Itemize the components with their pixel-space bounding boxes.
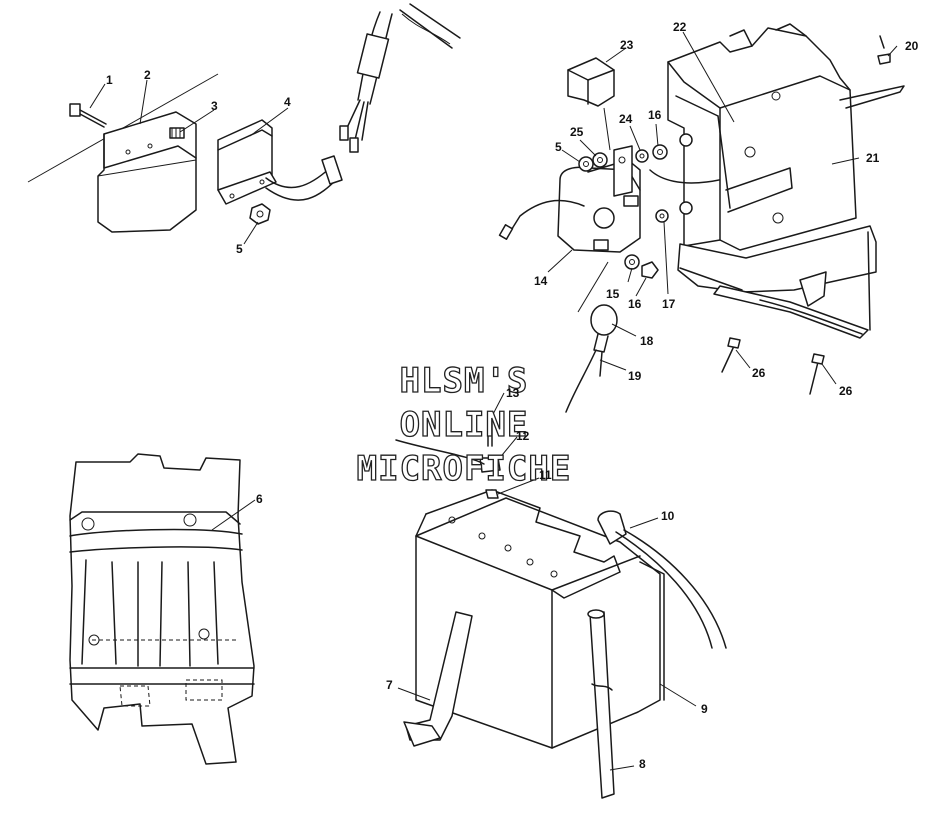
callout-2: 2 <box>144 68 151 82</box>
nut-part-12 <box>395 439 501 473</box>
leader-lines <box>89 31 898 771</box>
nut-part-5-right <box>578 156 594 172</box>
washer-part-16-upper <box>652 144 668 160</box>
strap-part-7 <box>403 611 473 747</box>
screw-part-20 <box>877 35 891 65</box>
nut-part-16-lower <box>641 261 659 279</box>
regulator-part-4 <box>217 119 343 205</box>
wire-harness <box>339 3 461 153</box>
callout-14: 14 <box>534 274 548 288</box>
nut-part-5 <box>249 203 271 225</box>
watermark-line-1: HLSM'S <box>400 361 529 401</box>
callout-12: 12 <box>516 429 530 443</box>
callout-16-upper: 16 <box>648 108 662 122</box>
terminal-cover-part-23 <box>567 57 615 151</box>
callout-25: 25 <box>570 125 584 139</box>
callout-labels: 1 2 3 4 5 5 6 7 8 9 10 11 12 13 14 15 16… <box>106 20 919 771</box>
callout-18: 18 <box>640 334 654 348</box>
callout-5-right: 5 <box>555 140 562 154</box>
terminal-part-11 <box>485 489 499 499</box>
callout-20: 20 <box>905 39 919 53</box>
watermark-line-3: MICROFICHE <box>357 449 572 489</box>
washer-part-15 <box>624 254 640 270</box>
callout-22: 22 <box>673 20 687 34</box>
callout-5-left: 5 <box>236 242 243 256</box>
bolt-part-13 <box>487 413 493 447</box>
washer-part-17 <box>655 209 669 223</box>
callout-15: 15 <box>606 287 620 301</box>
rivet-part-26-right <box>809 353 825 395</box>
regulator-assembly <box>27 3 461 233</box>
callout-9: 9 <box>701 702 708 716</box>
watermark: HLSM'S ONLINE MICROFICHE <box>356 360 572 489</box>
starter-solenoid-part-14 <box>498 145 641 253</box>
rivet-part-26-left <box>721 337 741 373</box>
callout-24: 24 <box>619 112 633 126</box>
washer-part-25 <box>592 152 608 168</box>
cable-part-10 <box>597 510 727 649</box>
callout-23: 23 <box>620 38 634 52</box>
callout-4: 4 <box>284 95 291 109</box>
watermark-line-2: ONLINE <box>400 405 529 445</box>
mount-block-part-2 <box>97 111 197 233</box>
callout-16-lower: 16 <box>628 297 642 311</box>
washer-part-24 <box>635 149 649 163</box>
vent-tube-part-8 <box>587 609 615 799</box>
callout-26-right: 26 <box>839 384 853 398</box>
bolt-part-1 <box>69 103 107 128</box>
callout-26-left: 26 <box>752 366 766 380</box>
callout-6: 6 <box>256 492 263 506</box>
callout-1: 1 <box>106 73 113 87</box>
battery-box-part-21 <box>667 23 905 339</box>
callout-19: 19 <box>628 369 642 383</box>
stud-part-3 <box>169 127 185 139</box>
battery-holder-part-6 <box>69 453 255 765</box>
relay-assembly <box>498 35 891 413</box>
callout-17: 17 <box>662 297 676 311</box>
callout-13: 13 <box>506 386 520 400</box>
callout-8: 8 <box>639 757 646 771</box>
callout-10: 10 <box>661 509 675 523</box>
cable-part-19 <box>565 261 609 413</box>
callout-7: 7 <box>386 678 393 692</box>
callout-3: 3 <box>211 99 218 113</box>
callout-21: 21 <box>866 151 880 165</box>
callout-11: 11 <box>539 468 552 482</box>
terminal-boot-part-18 <box>590 304 618 353</box>
battery-assembly <box>395 413 727 799</box>
